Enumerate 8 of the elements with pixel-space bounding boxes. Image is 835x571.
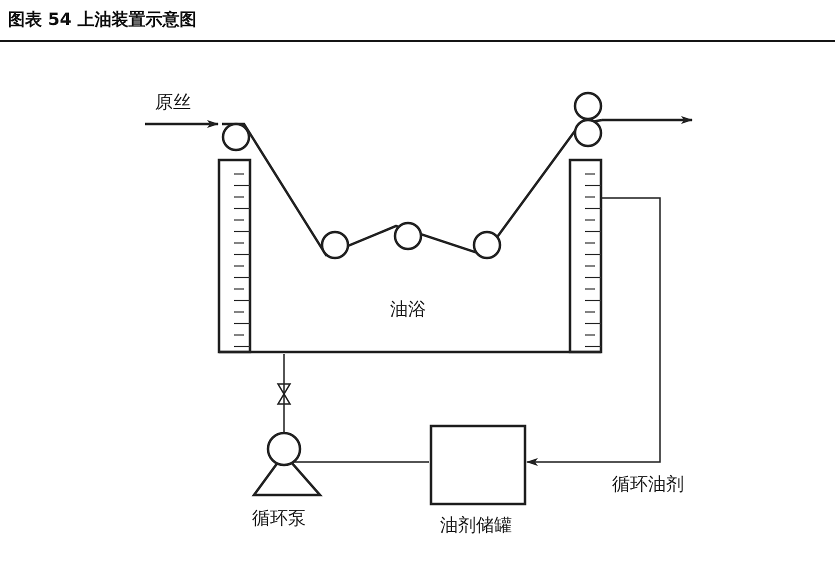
tank-label: 油剂储罐 xyxy=(440,514,512,537)
arrow xyxy=(145,120,219,128)
bath-label: 油浴 xyxy=(390,298,426,321)
pump-label: 循环泵 xyxy=(252,507,306,530)
arrow xyxy=(526,197,661,466)
pipe-line xyxy=(283,354,285,432)
figure-title: 图表 54 上油装置示意图 xyxy=(8,9,196,31)
arrow xyxy=(600,116,693,124)
